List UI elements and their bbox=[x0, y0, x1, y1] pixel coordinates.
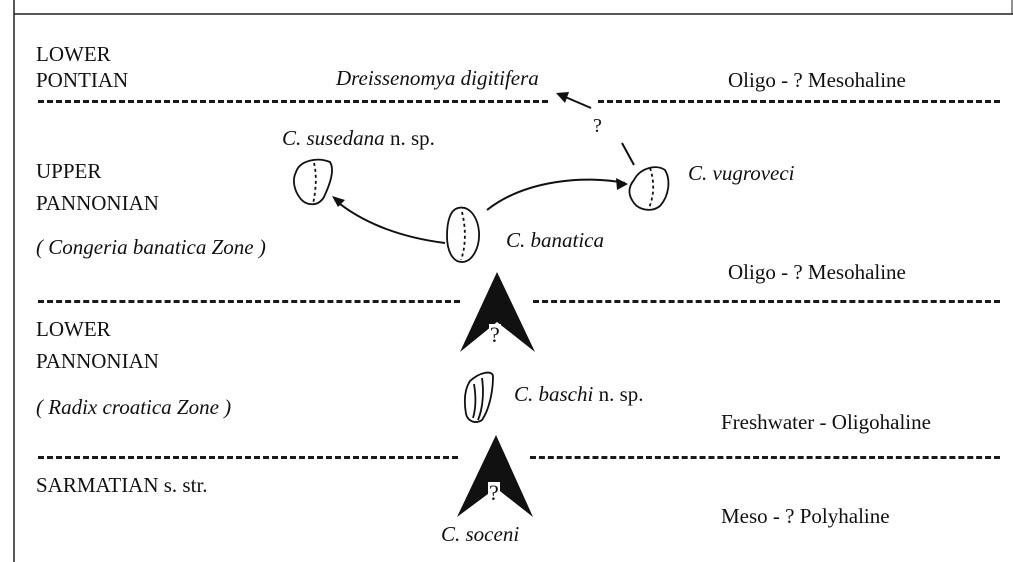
stratum-lower-pontian-line2: PONTIAN bbox=[36, 68, 129, 92]
stratum-sarmatian: SARMATIAN s. str. bbox=[36, 473, 208, 497]
zone-radix-croatica: ( Radix croatica Zone ) bbox=[36, 395, 232, 419]
arrowhead-vugroveci bbox=[616, 178, 628, 190]
boundary-pannonian bbox=[38, 300, 460, 303]
arrow-vugroveci-upper bbox=[621, 142, 635, 166]
taxon-vugroveci: C. vugroveci bbox=[688, 161, 795, 185]
arrowhead-dreissenomya bbox=[556, 92, 569, 103]
arrow-banatica-to-susedana bbox=[334, 199, 446, 244]
stratum-upper-pannonian-line1: UPPER bbox=[36, 159, 102, 183]
taxon-susedana-suffix: n. sp. bbox=[389, 126, 435, 150]
arrow-vugroveci-lower bbox=[562, 95, 592, 109]
shell-banatica-icon bbox=[446, 206, 480, 263]
taxon-susedana-name: C. susedana bbox=[282, 126, 385, 150]
arrowhead-susedana bbox=[332, 196, 345, 207]
taxon-banatica: C. banatica bbox=[506, 228, 604, 252]
boundary-pannonian-right bbox=[533, 300, 1000, 303]
stratum-lower-pannonian-line2: PANNONIAN bbox=[36, 349, 159, 373]
salinity-lower-pannonian: Freshwater - Oligohaline bbox=[721, 410, 931, 434]
taxon-baschi: C. baschi n. sp. bbox=[514, 384, 644, 405]
shell-susedana-icon bbox=[293, 158, 333, 206]
boundary-sarmatian-right bbox=[530, 456, 1000, 459]
big-arrow-upper bbox=[460, 272, 535, 352]
taxon-baschi-suffix: n. sp. bbox=[598, 382, 644, 406]
salinity-upper-pannonian: Oligo - ? Mesohaline bbox=[728, 260, 906, 284]
taxon-susedana: C. susedana n. sp. bbox=[282, 128, 435, 149]
taxon-soceni: C. soceni bbox=[441, 522, 520, 546]
shell-vugroveci-icon bbox=[628, 166, 670, 211]
salinity-pontian: Oligo - ? Mesohaline bbox=[728, 68, 906, 92]
question-mark-lower-arrow: ? bbox=[488, 480, 500, 505]
zone-congeria-banatica: ( Congeria banatica Zone ) bbox=[36, 235, 266, 259]
boundary-pontian bbox=[38, 100, 548, 103]
salinity-sarmatian: Meso - ? Polyhaline bbox=[721, 504, 890, 528]
arrow-banatica-to-vugroveci bbox=[486, 178, 626, 211]
stratum-upper-pannonian-line2: PANNONIAN bbox=[36, 191, 159, 215]
question-mark-upper-arrow: ? bbox=[489, 322, 501, 347]
taxon-dreissenomya: Dreissenomya digitifera bbox=[336, 66, 539, 90]
boundary-pontian-right bbox=[598, 100, 1000, 103]
taxon-baschi-name: C. baschi bbox=[514, 382, 594, 406]
question-mark-pontian: ? bbox=[593, 115, 602, 137]
shell-baschi-icon bbox=[463, 371, 494, 423]
stratum-lower-pontian-line1: LOWER bbox=[36, 42, 111, 66]
stratum-lower-pannonian-line1: LOWER bbox=[36, 317, 111, 341]
boundary-sarmatian bbox=[38, 456, 458, 459]
big-arrow-lower bbox=[457, 435, 533, 517]
